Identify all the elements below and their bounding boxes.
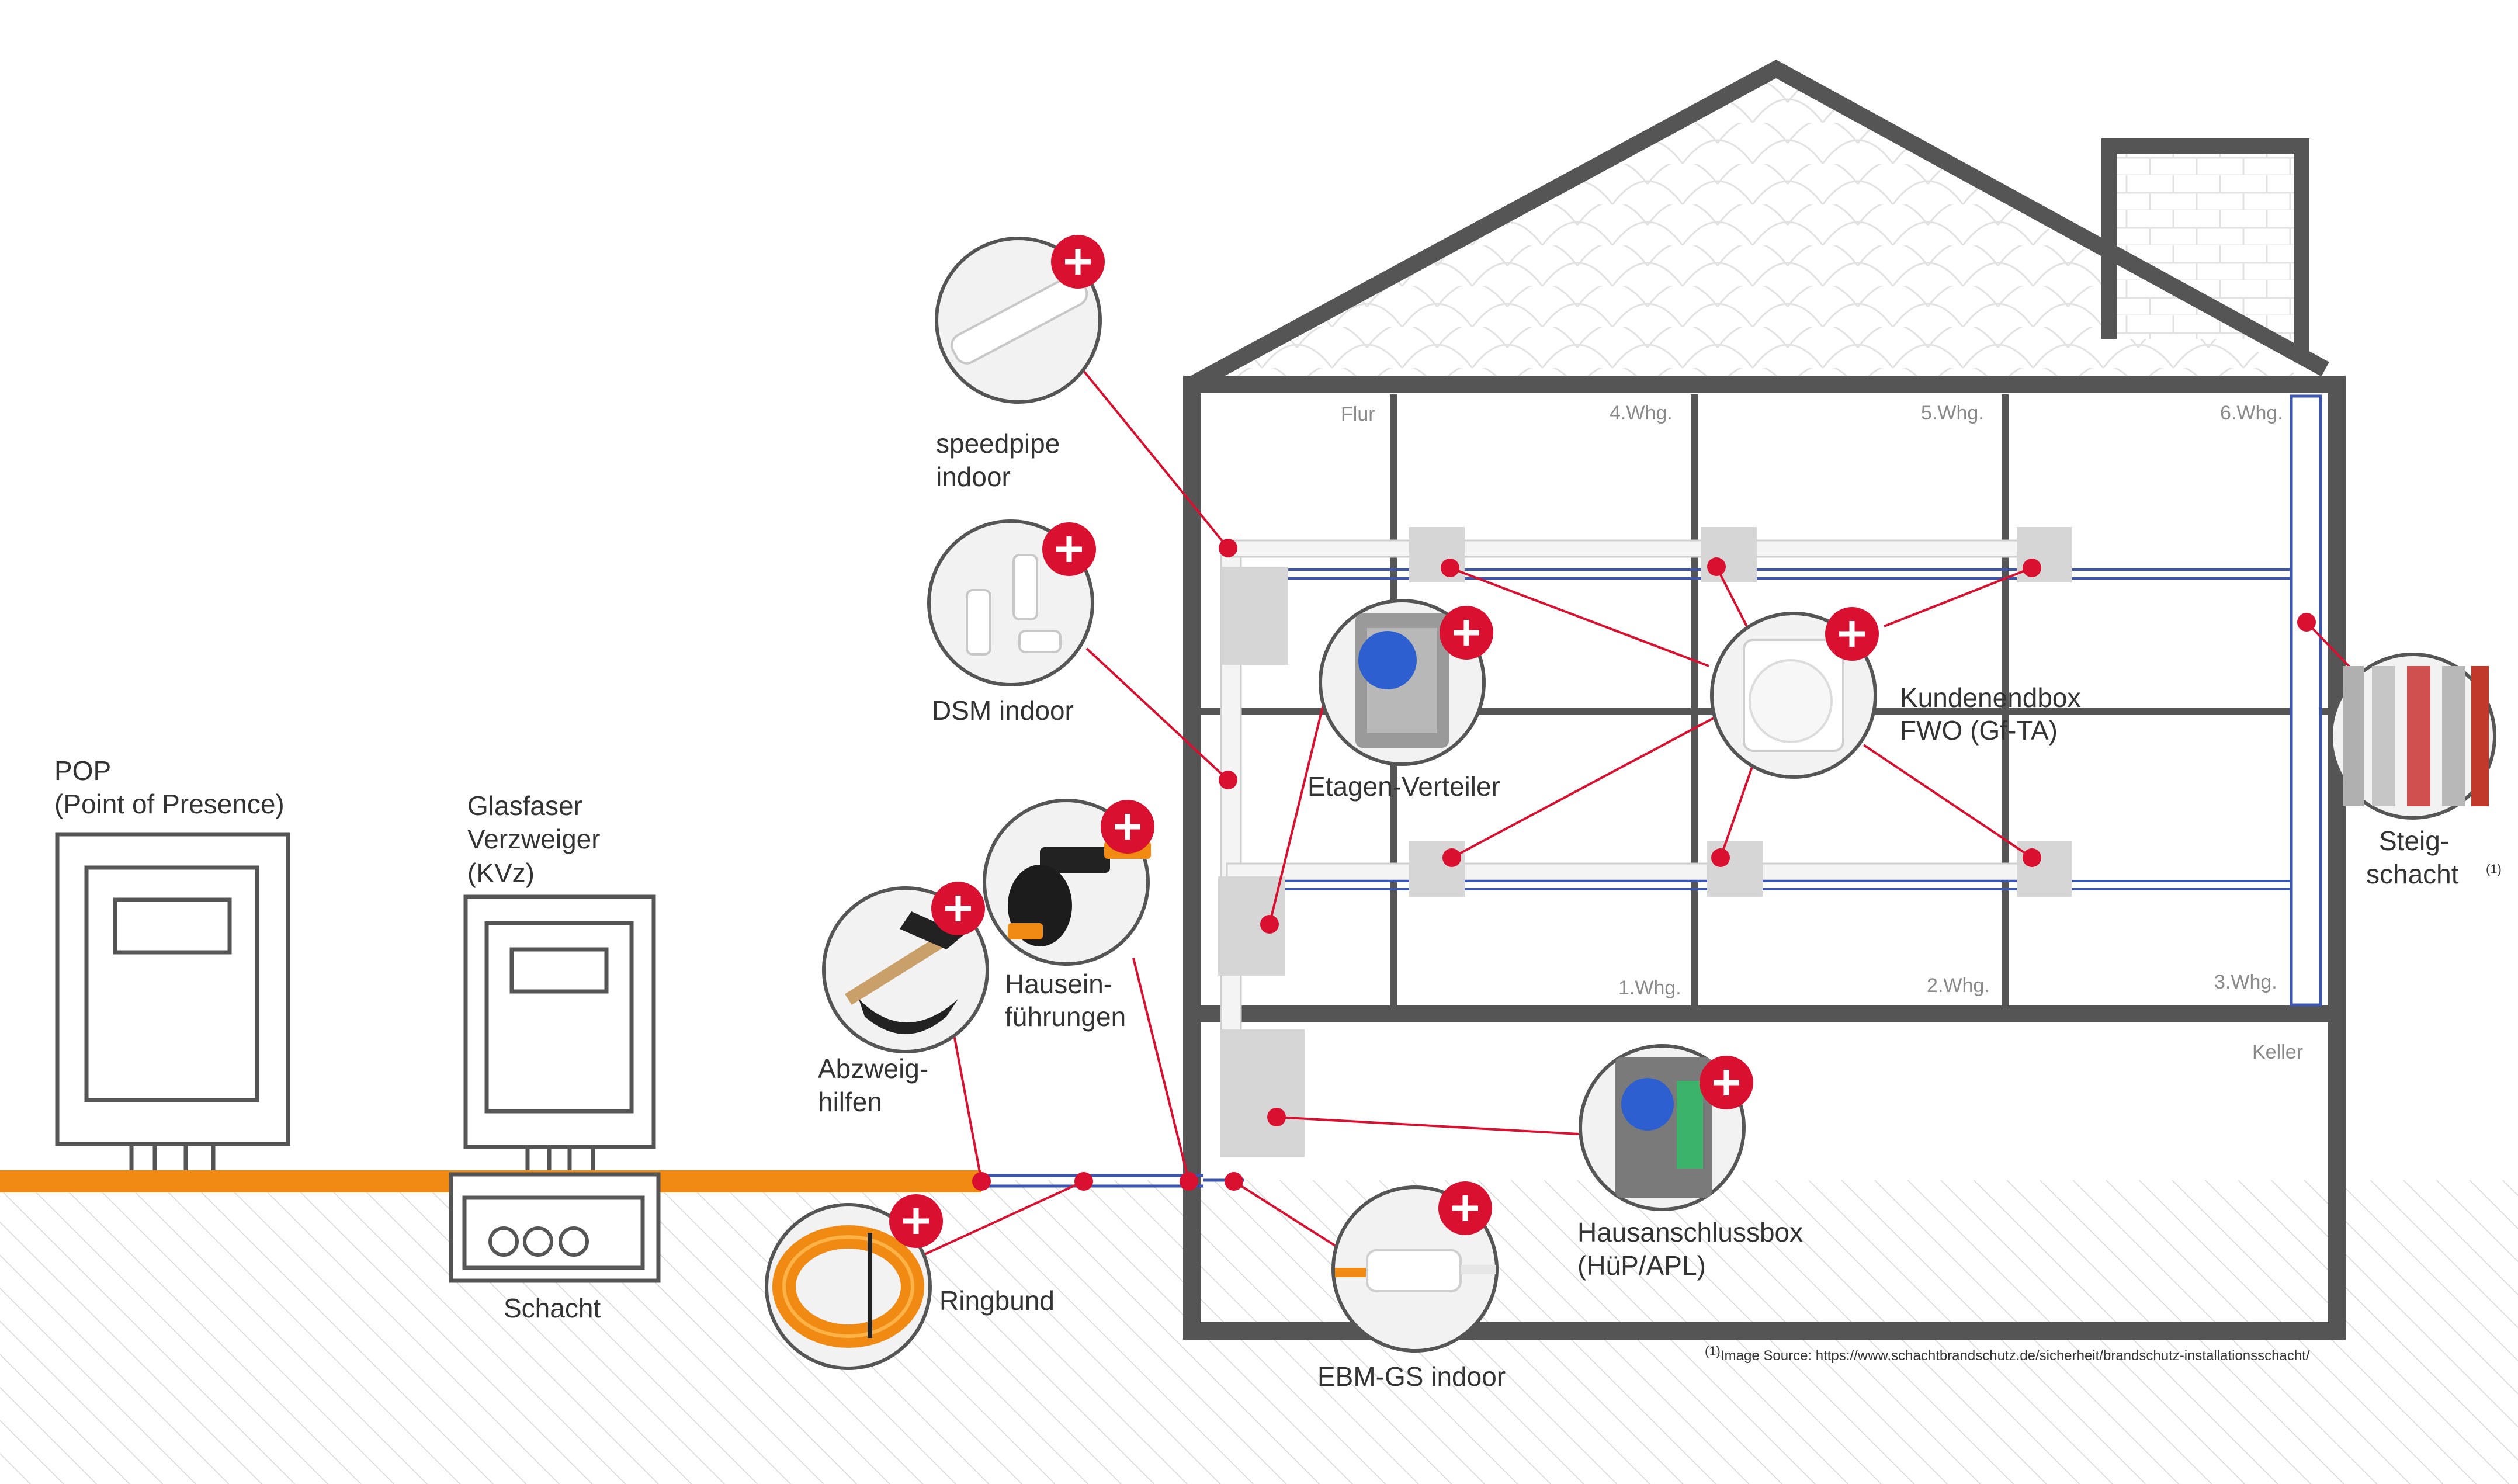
- room-label-flur: Flur: [1341, 403, 1375, 425]
- plus-icon-hausein[interactable]: [1101, 800, 1154, 854]
- abzweig-label-line2: hilfen: [818, 1087, 882, 1117]
- kvz-label-line2: Verzweiger: [467, 824, 601, 854]
- plus-icon-speedpipe[interactable]: [1051, 235, 1105, 289]
- schacht-label: Schacht: [504, 1293, 601, 1323]
- pop-label-line2: (Point of Presence): [54, 789, 285, 819]
- plus-icon-abzweig[interactable]: [931, 882, 985, 935]
- plus-icon-etagen[interactable]: [1440, 606, 1493, 660]
- dsm-label: DSM indoor: [932, 695, 1074, 726]
- kundenendbox-label-line2: FWO (Gf-TA): [1900, 715, 2058, 746]
- house: Flur 4.Whg. 5.Whg. 6.Whg. 1.Whg. 2.Whg. …: [1183, 60, 2346, 1340]
- steig-label-sup: (1): [2486, 862, 2502, 876]
- room-label-4: 4.Whg.: [1610, 402, 1673, 424]
- hausanschluss-label-line1: Hausanschlussbox: [1577, 1217, 1803, 1247]
- kvz-label-line1: Glasfaser: [467, 790, 582, 821]
- hausanschluss-label-line2: (HüP/APL): [1577, 1250, 1706, 1281]
- room-label-3: 3.Whg.: [2214, 971, 2277, 993]
- steig-label-line1: Steig-: [2379, 826, 2449, 856]
- room-label-2: 2.Whg.: [1927, 975, 1990, 997]
- plus-icon-hausanschluss[interactable]: [1700, 1056, 1753, 1109]
- ringbund-label: Ringbund: [939, 1285, 1055, 1316]
- fwo-box-3: [2017, 841, 2072, 897]
- room-label-5: 5.Whg.: [1921, 402, 1984, 424]
- roof-tiles: [1192, 69, 2314, 384]
- connector-dots: [972, 539, 2316, 1191]
- pop-label-line1: POP: [54, 755, 111, 786]
- steig-label-line2: schacht: [2366, 859, 2459, 889]
- speedpipe-label-line1: speedpipe: [936, 428, 1060, 459]
- labels: POP (Point of Presence) Glasfaser Verzwe…: [54, 428, 2502, 1392]
- product-steigschacht[interactable]: [2329, 653, 2496, 820]
- hausein-label-line2: führungen: [1005, 1001, 1126, 1032]
- plus-icon-ebm[interactable]: [1438, 1181, 1492, 1235]
- hausein-label-line1: Hausein-: [1005, 969, 1112, 999]
- product-kundenendbox[interactable]: [1710, 612, 1877, 779]
- ebm-label: EBM-GS indoor: [1317, 1361, 1506, 1392]
- product-ringbund[interactable]: [765, 1203, 932, 1370]
- room-label-1: 1.Whg.: [1618, 977, 1681, 999]
- fwo-box-2: [1707, 841, 1763, 897]
- etagen-box-upper: [1221, 567, 1288, 665]
- room-label-6: 6.Whg.: [2220, 402, 2283, 424]
- kundenendbox-label-line1: Kundenendbox: [1900, 682, 2081, 713]
- plus-icon-kundenendbox[interactable]: [1825, 607, 1879, 661]
- roof-outline: [1188, 60, 2329, 392]
- etagen-label: Etagen-Verteiler: [1307, 771, 1500, 802]
- fwo-box-5: [1701, 527, 1757, 582]
- footnote-source: Image Source: https://www.schachtbrandsc…: [1721, 1348, 2310, 1364]
- plus-icon-dsm[interactable]: [1042, 522, 1096, 576]
- speedpipe-label-line2: indoor: [936, 462, 1011, 492]
- room-label-keller: Keller: [2252, 1041, 2303, 1063]
- footnote-sup: (1): [1705, 1344, 1721, 1358]
- plus-badges[interactable]: [889, 235, 1879, 1248]
- kvz-label-line3: (KVz): [467, 858, 535, 888]
- outside-infrastructure: [0, 832, 981, 1283]
- distribution-boxes: [1218, 527, 2072, 1157]
- plus-icon-ringbund[interactable]: [889, 1194, 943, 1248]
- hausanschluss-box: [1220, 1029, 1305, 1157]
- house-outer-wall: [1183, 376, 2346, 1340]
- abzweig-label-line1: Abzweig-: [818, 1053, 928, 1084]
